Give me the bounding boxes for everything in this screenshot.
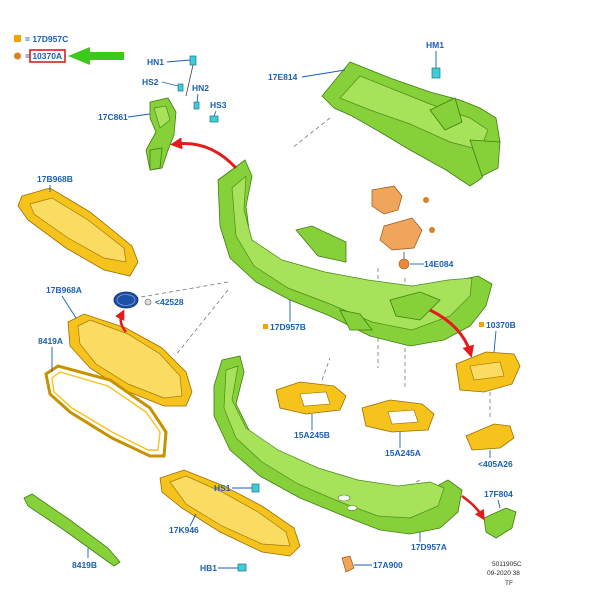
strip-8419b [23,493,121,567]
legend-label-17d957c: = 17D957C [25,34,68,44]
bumper-lower-17d957a [213,355,463,535]
bracket-17c861 [145,97,177,171]
callout-17a900: 17A900 [373,560,403,570]
callout-8419b: 8419B [72,560,97,570]
callout-hs1: HS1 [214,483,231,493]
legend-swatch-circle [14,52,21,60]
callout-hn1: HN1 [147,57,164,67]
legend-swatch-square [14,35,21,42]
footer-code: TF [505,580,513,587]
callout-hm1: HM1 [426,40,444,50]
callout-hs2: HS2 [142,77,159,87]
callout-10370b: 10370B [486,320,516,330]
callouts: HN1 HS2 HN2 HS3 17C861 HM1 17E814 17B968… [37,40,516,573]
bezels-15a245 [275,381,435,433]
callout-17k946: 17K946 [169,525,199,535]
callout-17d957b: 17D957B [270,322,306,332]
reinforcement-17e814 [321,61,501,187]
lower-grille-17k946 [159,469,301,557]
callout-17f804: 17F804 [484,489,513,499]
callout-14e084: 14E084 [424,259,454,269]
callout-17b968b: 17B968B [37,174,73,184]
frame-8419a [44,364,168,458]
grille-17b968b [17,187,139,277]
footer-reference: 5011905C 09-2020 38 TF [487,561,522,587]
right-parts [455,351,521,539]
grille-17b968a [67,313,193,407]
callout-17b968a: 17B968A [46,285,82,295]
callout-17e814: 17E814 [268,72,298,82]
callout-hb1: HB1 [200,563,217,573]
callout-hn2: HN2 [192,83,209,93]
bumper-upper-17d957b [217,159,493,347]
callout-hs3: HS3 [210,100,227,110]
brackets-orange [371,185,435,270]
callout-15a245a: 15A245A [385,448,421,458]
callout-405a26: <405A26 [478,459,513,469]
ford-emblem [113,291,152,309]
highlight-box [29,49,66,63]
callout-17d957a: 17D957A [411,542,447,552]
footer-doc-number: 5011905C [492,561,522,568]
legend: = 17D957C = 10370A [14,34,124,65]
callout-15a245b: 15A245B [294,430,330,440]
callout-8419a: 8419A [38,336,63,346]
callout-42528: <42528 [155,297,184,307]
legend-label-10370a: = 10370A [25,51,62,61]
callout-17c861: 17C861 [98,112,128,122]
fasteners-bottom [237,483,355,573]
green-arrow [68,47,124,65]
footer-date: 09-2020 38 [487,570,520,577]
red-arrows [115,137,485,521]
